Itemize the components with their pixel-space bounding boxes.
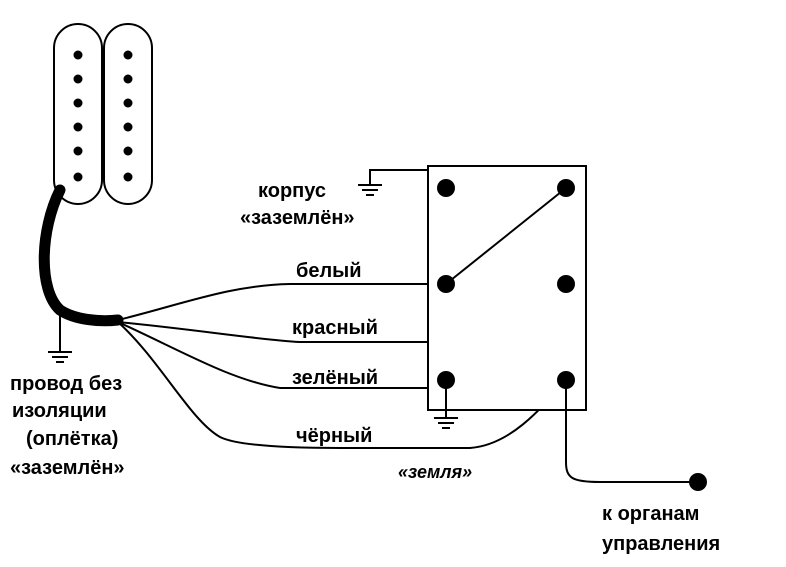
pole-piece (123, 50, 133, 60)
pole-piece (73, 172, 83, 182)
jumper-wire (445, 187, 567, 285)
pole-piece (73, 98, 83, 108)
controls-label-line1: к органам (602, 503, 699, 525)
pole-piece (73, 74, 83, 84)
pickup-coil-left (53, 23, 103, 205)
pole-piece (73, 50, 83, 60)
pickup-coil-right (103, 23, 153, 205)
humbucker-pickup (53, 23, 153, 205)
body-ground-wire (369, 169, 428, 185)
terminal-top-left (437, 179, 455, 197)
wire-black-label: чёрный (296, 425, 372, 447)
braid-label-line3: (оплётка) (26, 428, 118, 450)
pole-piece (123, 122, 133, 132)
body-label-line2: «заземлён» (240, 207, 355, 229)
pole-piece (73, 146, 83, 156)
wire-green (117, 321, 446, 389)
braid-label-line1: провод без (10, 373, 122, 395)
pole-piece (123, 98, 133, 108)
terminal-mid-right (557, 275, 575, 293)
pole-piece (73, 122, 83, 132)
controls-wire (565, 380, 698, 483)
controls-label-line2: управления (602, 533, 720, 555)
pickup-cable (38, 184, 124, 327)
pole-piece (123, 74, 133, 84)
ground-label: «земля» (398, 462, 472, 482)
wire-black (117, 321, 567, 449)
wire-green-label: зелёный (292, 367, 378, 389)
wire-white (117, 283, 446, 321)
braid-ground-icon (48, 351, 72, 363)
wire-white-label: белый (296, 260, 362, 282)
braid-label-line2: изоляции (12, 400, 107, 422)
controls-terminal (689, 473, 707, 491)
terminal-ground-icon (434, 417, 458, 429)
pole-pieces-right (123, 50, 133, 182)
pole-piece (123, 146, 133, 156)
body-label-line1: корпус (258, 180, 326, 202)
body-ground-icon (358, 184, 382, 196)
braid-label-line4: «заземлён» (10, 457, 125, 479)
pole-pieces-left (73, 50, 83, 182)
wire-red-label: красный (292, 317, 378, 339)
pole-piece (123, 172, 133, 182)
